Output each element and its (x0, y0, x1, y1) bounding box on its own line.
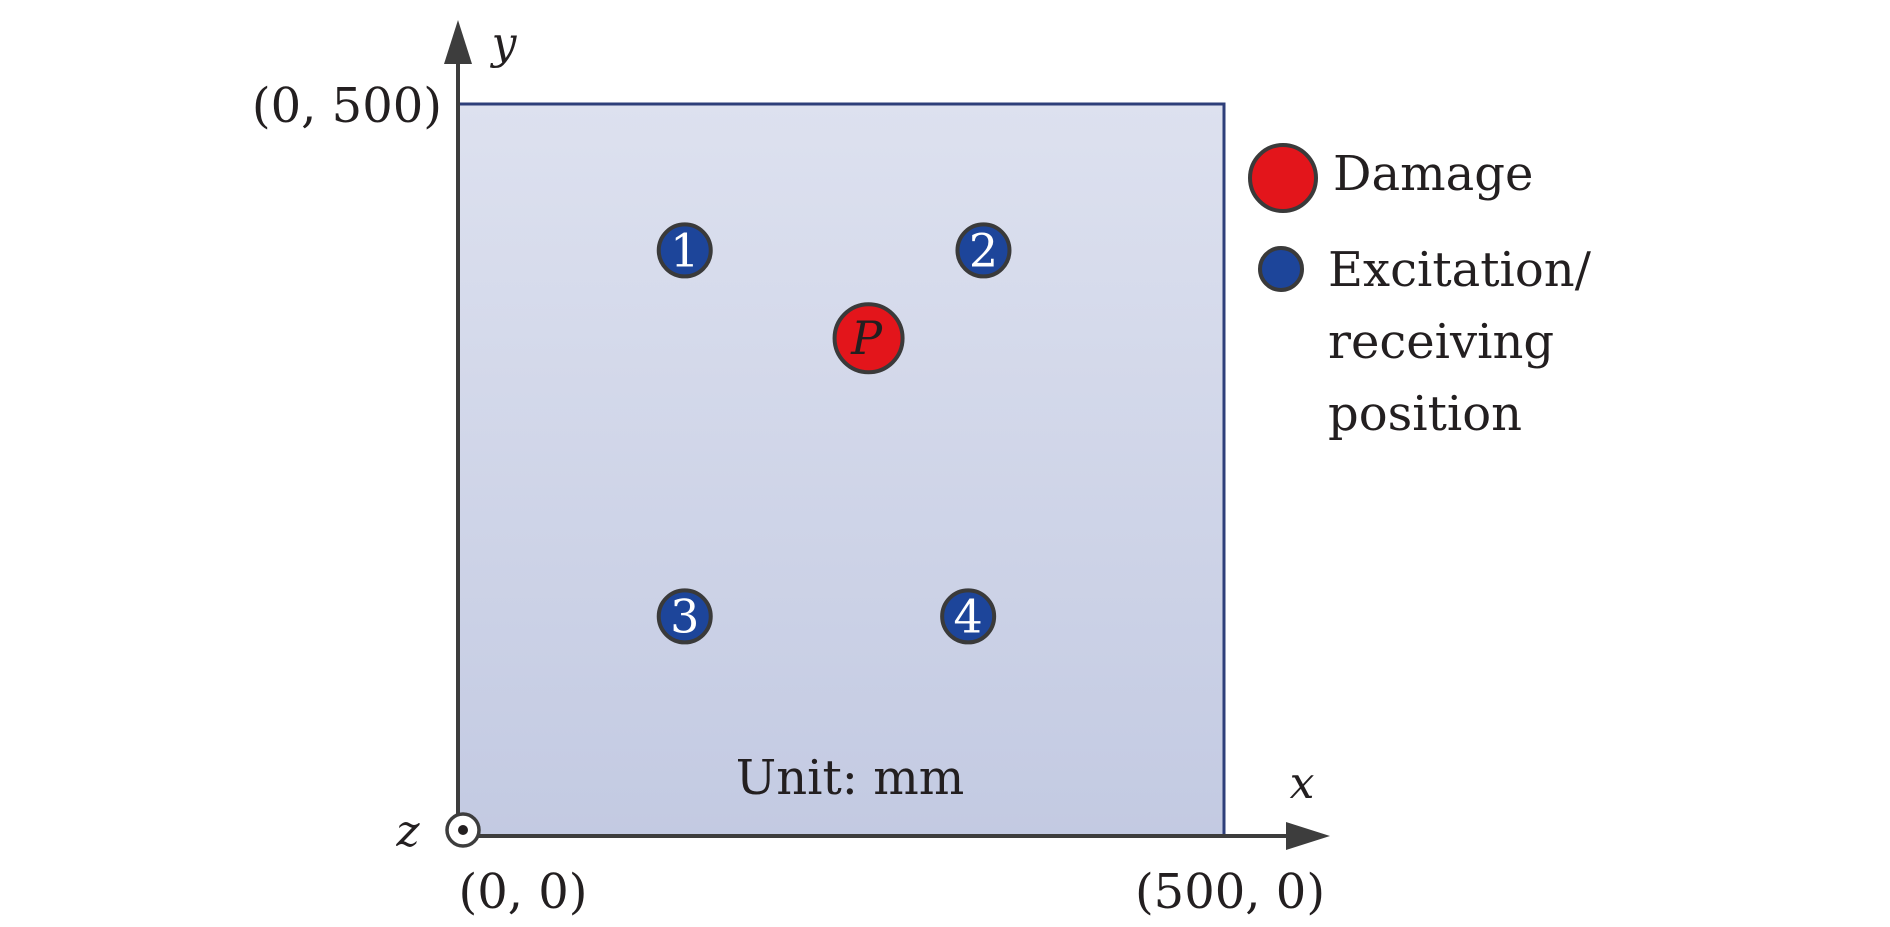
legend-sensor-label-line-3: position (1328, 386, 1522, 442)
legend-damage-marker (1248, 143, 1318, 213)
legend-damage-label: Damage (1333, 146, 1533, 202)
unit-label: Unit: mm (736, 750, 964, 806)
sensor-4-marker (940, 588, 997, 645)
x-end-label: (500, 0) (1135, 864, 1325, 920)
legend-sensor-marker (1258, 246, 1304, 292)
damage-marker (832, 302, 905, 375)
legend-sensor-label-line-2: receiving (1328, 314, 1554, 370)
z-axis-label: z (395, 806, 420, 857)
z-axis-dot (458, 825, 468, 835)
x-axis-label: x (1290, 758, 1315, 809)
y-axis-label: y (490, 18, 518, 69)
x-axis-arrow (1286, 822, 1330, 850)
y-end-label: (0, 500) (252, 78, 442, 134)
sensor-3-label: 3 (670, 589, 699, 643)
origin-label: (0, 0) (458, 864, 587, 920)
legend-sensor-label-line-1: Excitation/ (1328, 242, 1592, 298)
sensor-1-label: 1 (670, 223, 699, 277)
sensor-4-label: 4 (954, 589, 983, 643)
sensor-1-marker (656, 222, 713, 279)
sensor-3-marker (656, 588, 713, 645)
damage-label: P (850, 311, 883, 365)
y-axis-arrow (444, 20, 472, 64)
sensor-2-marker (955, 222, 1012, 279)
plate (456, 102, 1226, 838)
markers-group: 1 2 3 4 P (656, 222, 1012, 645)
legend: Damage Excitation/ receiving position (1248, 143, 1592, 442)
sensor-2-label: 2 (969, 223, 998, 277)
